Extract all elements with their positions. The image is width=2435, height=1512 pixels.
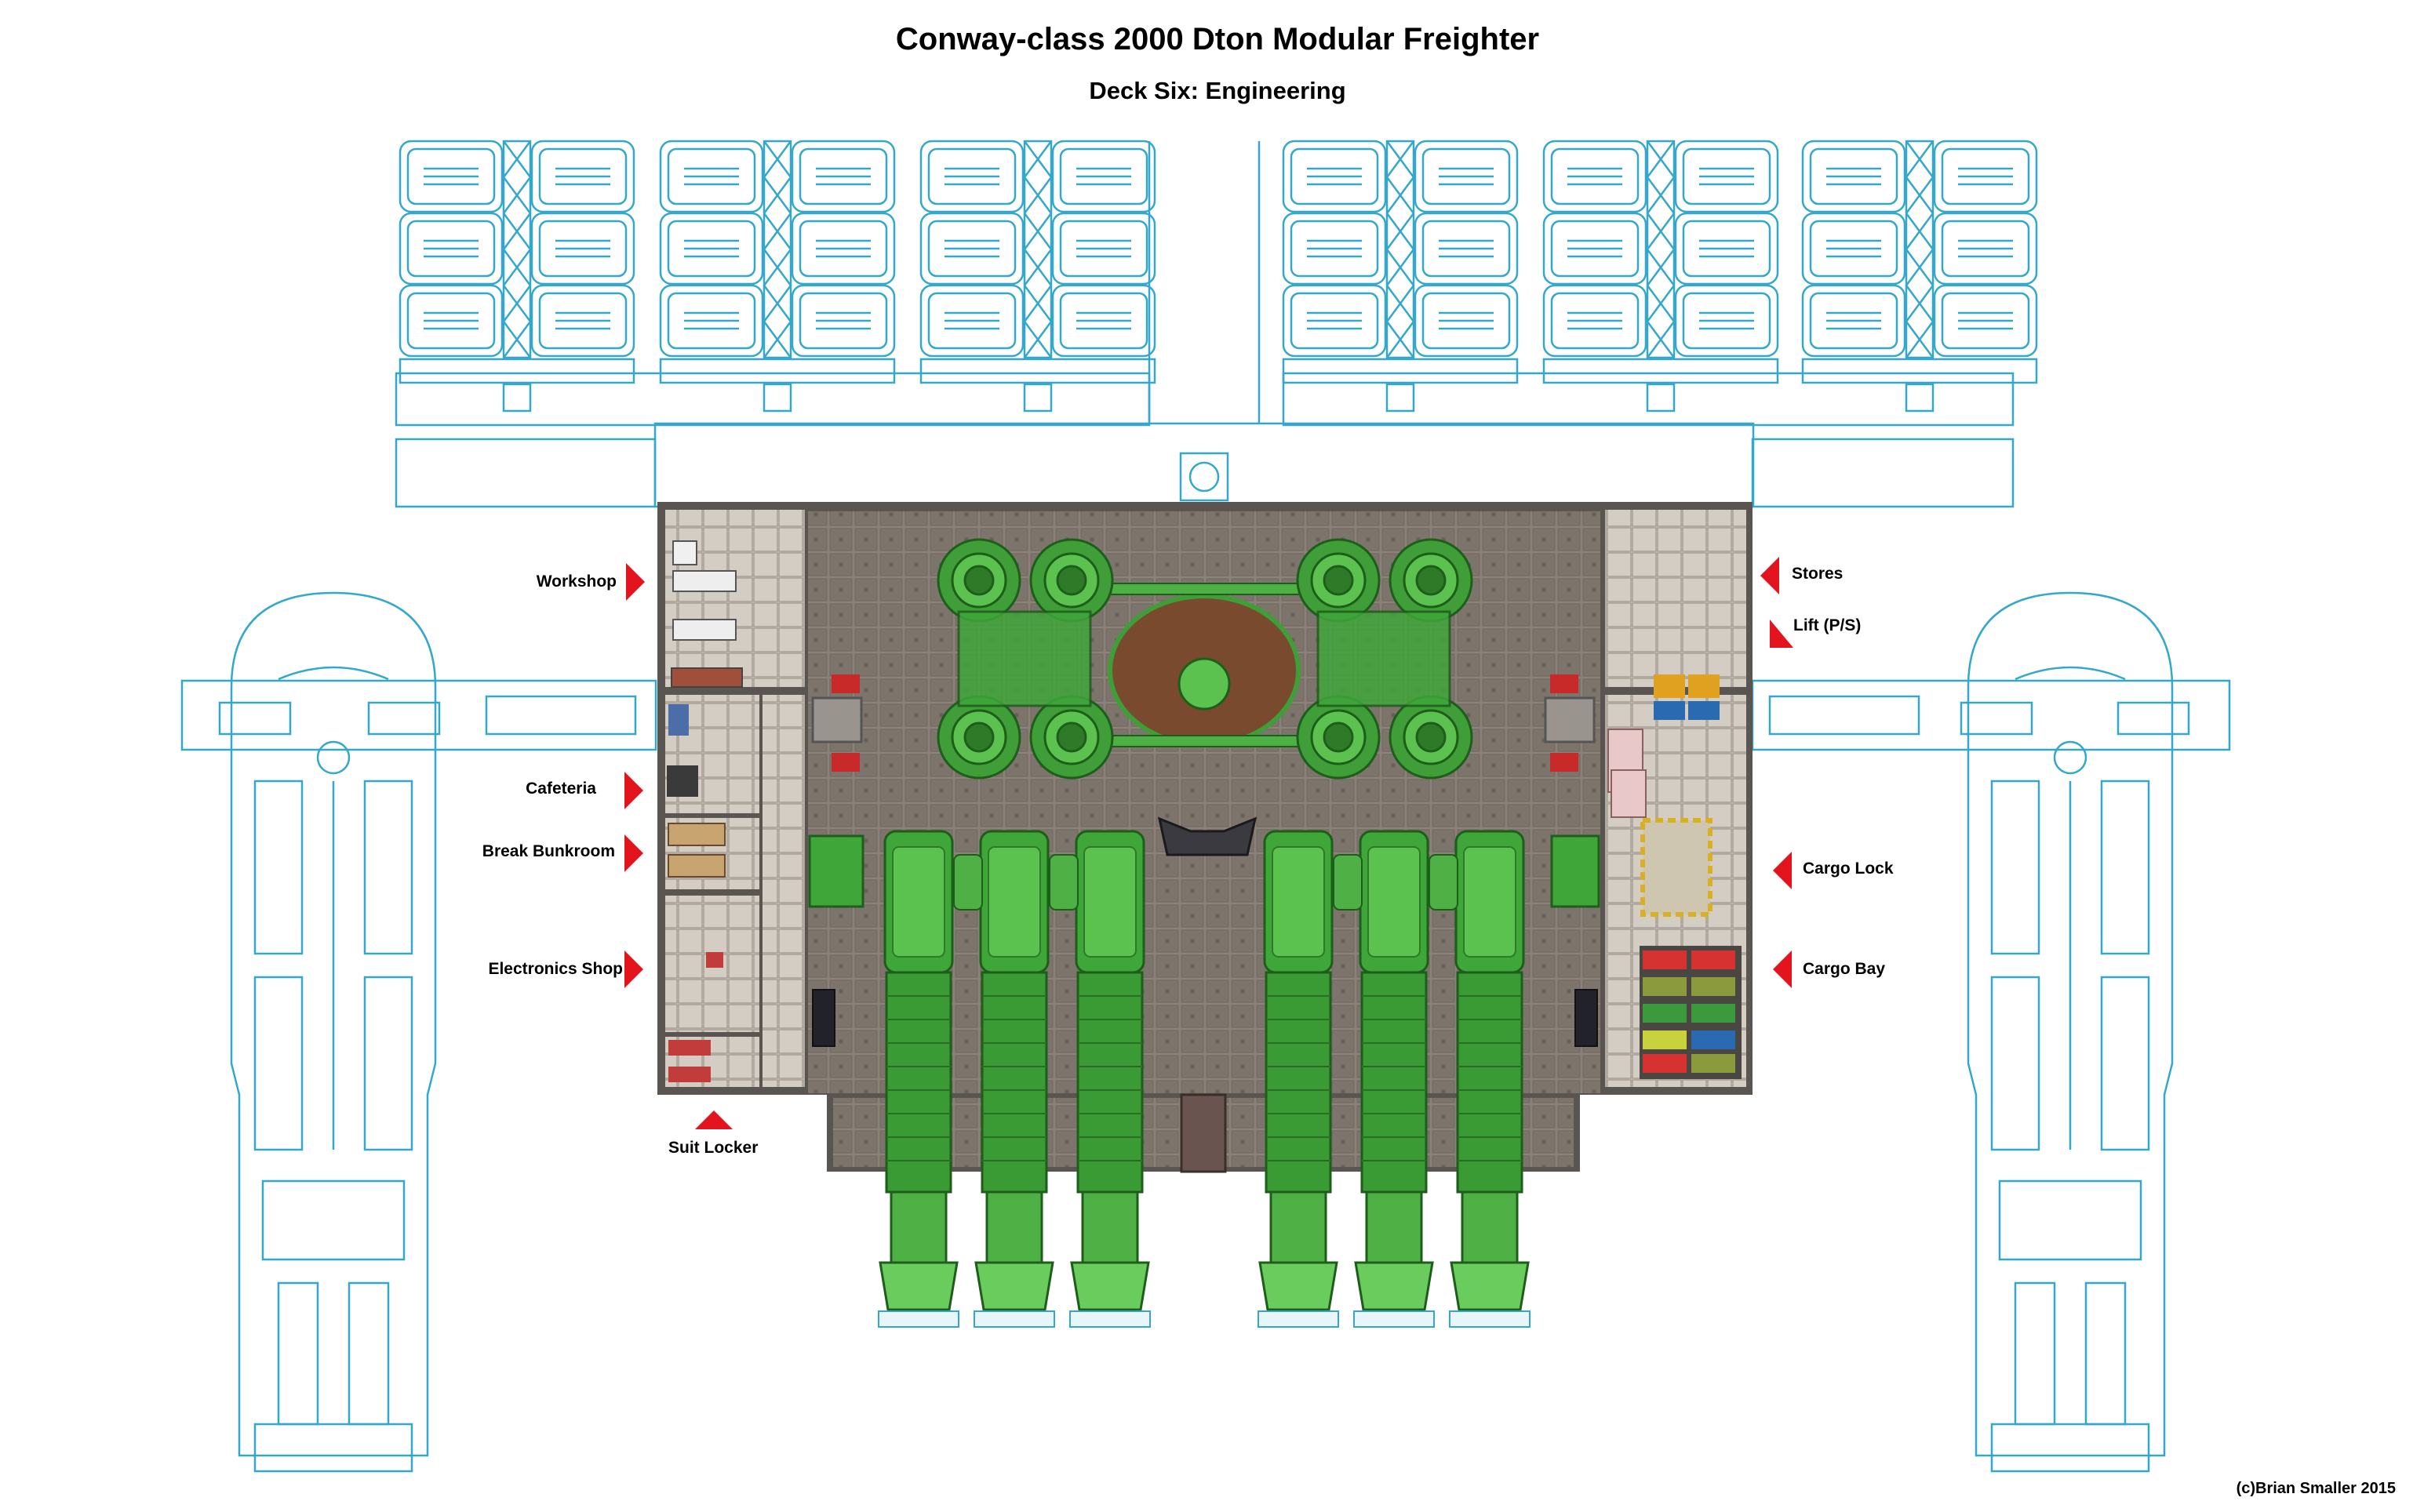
label-markers: [624, 557, 1793, 1129]
page-subtitle: Deck Six: Engineering: [1089, 77, 1346, 104]
copyright-credit: (c)Brian Smaller 2015: [2236, 1480, 2396, 1497]
label-suit-locker: Suit Locker: [668, 1139, 759, 1157]
fuel-tank-modules: [395, 141, 2036, 508]
label-cargo-lock: Cargo Lock: [1803, 860, 1894, 878]
engineering-deck: [657, 502, 1753, 1328]
label-lift: Lift (P/S): [1793, 616, 1862, 634]
marker-electronics-shop: [624, 950, 643, 988]
marker-lift: [1770, 620, 1793, 648]
label-workshop: Workshop: [536, 572, 617, 591]
label-stores: Stores: [1792, 565, 1844, 583]
label-electronics-shop: Electronics Shop: [488, 960, 623, 978]
label-break-bunkroom: Break Bunkroom: [482, 842, 615, 860]
marker-cargo-bay: [1773, 950, 1792, 988]
marker-cargo-lock: [1773, 852, 1792, 889]
marker-suit-locker: [695, 1110, 733, 1129]
marker-stores: [1760, 557, 1779, 594]
marker-workshop: [626, 563, 645, 601]
side-pod-left: [180, 591, 657, 1473]
page-title: Conway-class 2000 Dton Modular Freighter: [895, 22, 1540, 56]
label-cafeteria: Cafeteria: [526, 780, 596, 798]
label-cargo-bay: Cargo Bay: [1803, 960, 1886, 978]
side-pod-right: [1751, 591, 2231, 1473]
marker-break-bunkroom: [624, 834, 643, 872]
marker-cafeteria: [624, 772, 643, 809]
